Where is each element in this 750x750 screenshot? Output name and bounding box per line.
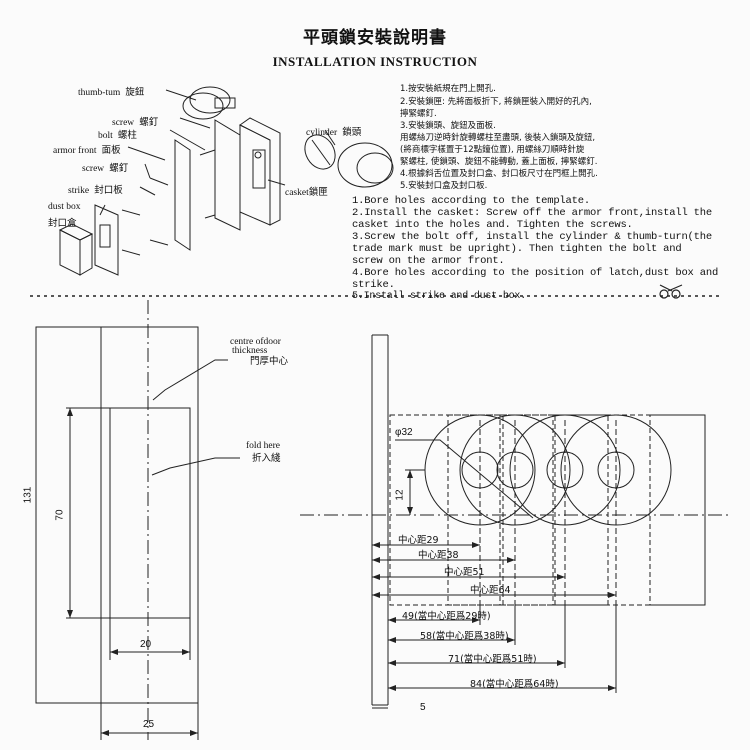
label-screw: screw 螺釘 <box>82 163 129 174</box>
centre-label-cn: 門厚中心 <box>250 356 289 367</box>
label-strike: strike 封口板 <box>68 185 123 196</box>
step-en-3b: trade mark must be upright). Then tighte… <box>352 243 682 255</box>
label-cylinder: cylinder 鎖頭 <box>306 127 362 138</box>
step-en-4b: strike. <box>352 279 395 291</box>
dim-12: 12 <box>394 489 406 501</box>
dim-20: 20 <box>140 639 152 650</box>
label-bolt: bolt 螺柱 <box>98 130 137 141</box>
step-en-3: 3.Screw the bolt off, install the cylind… <box>352 231 712 243</box>
step-en-5: 5.Install strike and dust box. <box>352 291 527 302</box>
backset-49: 49(當中心距爲29時) <box>402 611 491 622</box>
title-chinese: 平頭鎖安裝說明書 <box>303 28 447 48</box>
backset-58: 58(當中心距爲38時) <box>420 631 509 642</box>
cc-64: 中心距64 <box>470 585 511 596</box>
step-cn-4: 4.根據斜舌位置及封口盒、封口板尺寸在門框上開孔. <box>400 169 598 179</box>
step-en-4: 4.Bore holes according to the position o… <box>352 267 719 279</box>
dim-70: 70 <box>54 509 66 521</box>
backset-71: 71(當中心距爲51時) <box>448 654 537 665</box>
fold-label-cn: 折入綫 <box>252 453 281 464</box>
cc-51: 中心距51 <box>444 567 485 578</box>
step-en-2b: casket into the holes and. Tighten the s… <box>352 219 633 231</box>
step-cn-1: 1.按安裝紙規在門上開孔. <box>400 84 496 94</box>
step-cn-3d: 緊螺柱, 使鎖頭、旋鈕不能轉動, 蓋上面板, 擰緊螺釘. <box>400 157 598 167</box>
scissors-icon <box>659 284 683 299</box>
label-screw-top: screw 螺釘 <box>112 117 159 128</box>
dim-131: 131 <box>22 486 34 504</box>
dim-phi32: φ32 <box>395 427 413 438</box>
step-cn-3c: (將商標字樣置于12點鐘位置), 用螺絲刀順時針旋 <box>400 145 585 155</box>
step-cn-3b: 用螺絲刀逆時針旋轉螺柱至盡頭, 後裝入鎖頭及旋鈕, <box>400 133 596 143</box>
label-thumb-turn: thumb-tum 旋鈕 <box>78 87 145 98</box>
dim-5: 5 <box>420 702 426 713</box>
step-cn-5: 5.安裝封口盒及封口板. <box>400 181 488 191</box>
step-en-1: 1.Bore holes according to the template. <box>352 195 590 207</box>
title-english: INSTALLATION INSTRUCTION <box>272 54 478 69</box>
cc-38: 中心距38 <box>418 550 459 561</box>
centre-label-en-1: centre ofdoor <box>230 337 281 347</box>
fold-label-en: fold here <box>246 441 281 451</box>
label-armor-front: armor front 面板 <box>53 145 121 156</box>
cc-29: 中心距29 <box>398 535 439 546</box>
label-casket: casket鎖匣 <box>285 187 328 198</box>
step-cn-2: 2.安裝鎖匣: 先將面板折下, 將鎖匣裝入開好的孔內, <box>400 97 592 107</box>
step-cn-2b: 擰緊螺釘. <box>400 109 437 119</box>
step-en-3c: screw on the armor front. <box>352 255 505 267</box>
backset-84: 84(當中心距爲64時) <box>470 679 559 690</box>
step-en-2: 2.Install the casket: Screw off the armo… <box>352 207 712 219</box>
dim-25: 25 <box>143 719 155 730</box>
centre-label-en-2: thickness <box>232 346 268 356</box>
step-cn-3: 3.安裝鎖頭、旋鈕及面板. <box>400 121 496 131</box>
